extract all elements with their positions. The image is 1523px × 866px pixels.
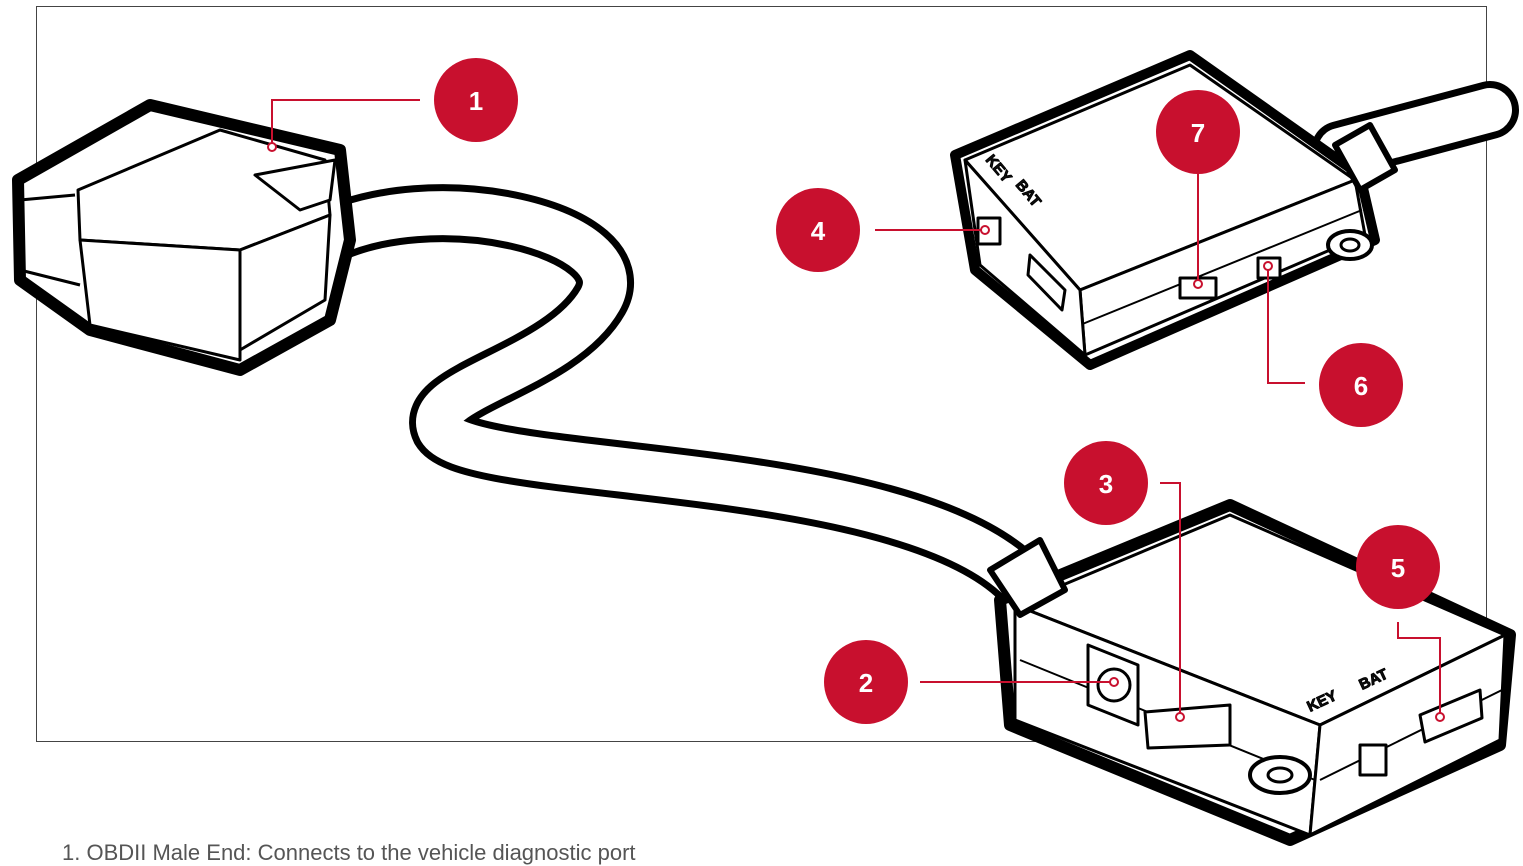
badge-6: 6 xyxy=(1319,343,1403,427)
obd-connector xyxy=(18,105,350,370)
badge-number: 2 xyxy=(859,668,873,698)
badge-number: 6 xyxy=(1354,371,1368,401)
badge-number: 4 xyxy=(811,216,826,246)
badge-5: 5 xyxy=(1356,525,1440,609)
badge-3: 3 xyxy=(1064,441,1148,525)
badge-number: 5 xyxy=(1391,553,1405,583)
badge-7: 7 xyxy=(1156,90,1240,174)
badge-1: 1 xyxy=(434,58,518,142)
badge-number: 7 xyxy=(1191,118,1205,148)
badge-4: 4 xyxy=(776,188,860,272)
caption-text: 1. OBDII Male End: Connects to the vehic… xyxy=(62,840,636,866)
badge-number: 1 xyxy=(469,86,483,116)
cable xyxy=(320,213,1020,580)
usb-port xyxy=(1145,705,1230,748)
bottom-switch xyxy=(1360,745,1386,775)
badge-number: 3 xyxy=(1099,469,1113,499)
badge-2: 2 xyxy=(824,640,908,724)
